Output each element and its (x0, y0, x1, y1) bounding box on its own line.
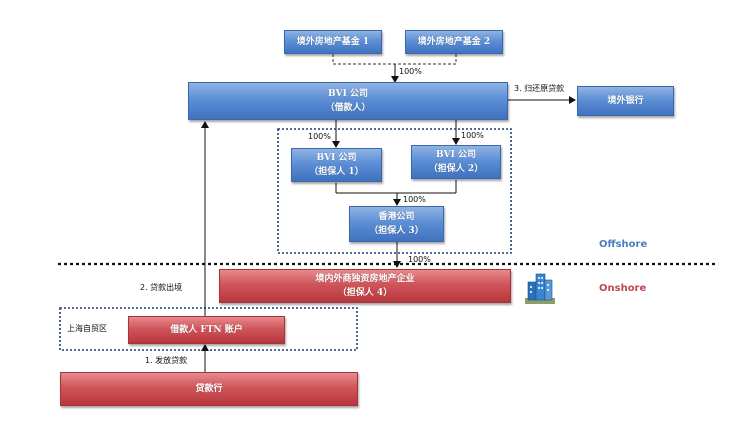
fund-ownership-connector (332, 54, 457, 65)
offshore-guarantor-region (277, 128, 512, 254)
bvi-g1-line1: BVI 公司 (316, 153, 357, 163)
ftz-label: 上海自贸区 (67, 324, 107, 333)
bvi-g1-line2: （担保人 1） (309, 167, 364, 177)
ftz-region (59, 307, 358, 351)
lender-bank-label: 贷款行 (195, 384, 223, 394)
pct-onshore-label: 100% (408, 255, 431, 264)
pct-g1-label: 100% (308, 132, 331, 141)
offshore-label: Offshore (599, 239, 648, 250)
ftn-account-box: 借款人 FTN 账户 (128, 316, 285, 344)
pct-hk-label: 100% (403, 195, 426, 204)
onshore-line2: （担保人 4） (337, 288, 393, 298)
bvi-g2-line2: （担保人 2） (428, 164, 484, 174)
step-3-label: 3. 归还原贷款 (514, 84, 565, 93)
onshore-label: Onshore (599, 283, 647, 294)
fund-2-label: 境外房地产基金 2 (417, 37, 491, 47)
step-1-label: 1. 发放贷款 (145, 356, 188, 365)
pct-g2-label: 100% (461, 131, 484, 140)
g-to-hk-connector (335, 180, 457, 194)
bvi-borrower-line2: （借款人） (325, 103, 371, 113)
building-icon (525, 272, 555, 304)
fund-1-box: 境外房地产基金 1 (284, 30, 382, 54)
bvi-guarantor-1-box: BVI 公司 （担保人 1） (291, 148, 382, 182)
pct-top-label: 100% (399, 67, 422, 76)
lender-bank-box: 贷款行 (60, 372, 358, 406)
ftn-account-label: 借款人 FTN 账户 (170, 325, 243, 335)
bvi-borrower-line1: BVI 公司 (328, 89, 368, 99)
onshore-company-box: 境内外商独资房地产企业 （担保人 4） (219, 269, 511, 303)
onshore-line1: 境内外商独资房地产企业 (315, 274, 415, 284)
hk-line2: （担保人 3） (369, 226, 424, 236)
fund-1-label: 境外房地产基金 1 (296, 37, 370, 47)
bvi-g2-line1: BVI 公司 (436, 150, 476, 160)
overseas-bank-box: 境外银行 (577, 86, 674, 116)
hk-line1: 香港公司 (378, 212, 415, 222)
step-2-label: 2. 贷款出境 (140, 283, 183, 292)
hk-guarantor-box: 香港公司 （担保人 3） (349, 206, 444, 242)
overseas-bank-label: 境外银行 (607, 96, 644, 106)
fund-2-box: 境外房地产基金 2 (405, 30, 503, 54)
bvi-guarantor-2-box: BVI 公司 （担保人 2） (411, 145, 501, 179)
bvi-borrower-box: BVI 公司 （借款人） (188, 82, 508, 120)
